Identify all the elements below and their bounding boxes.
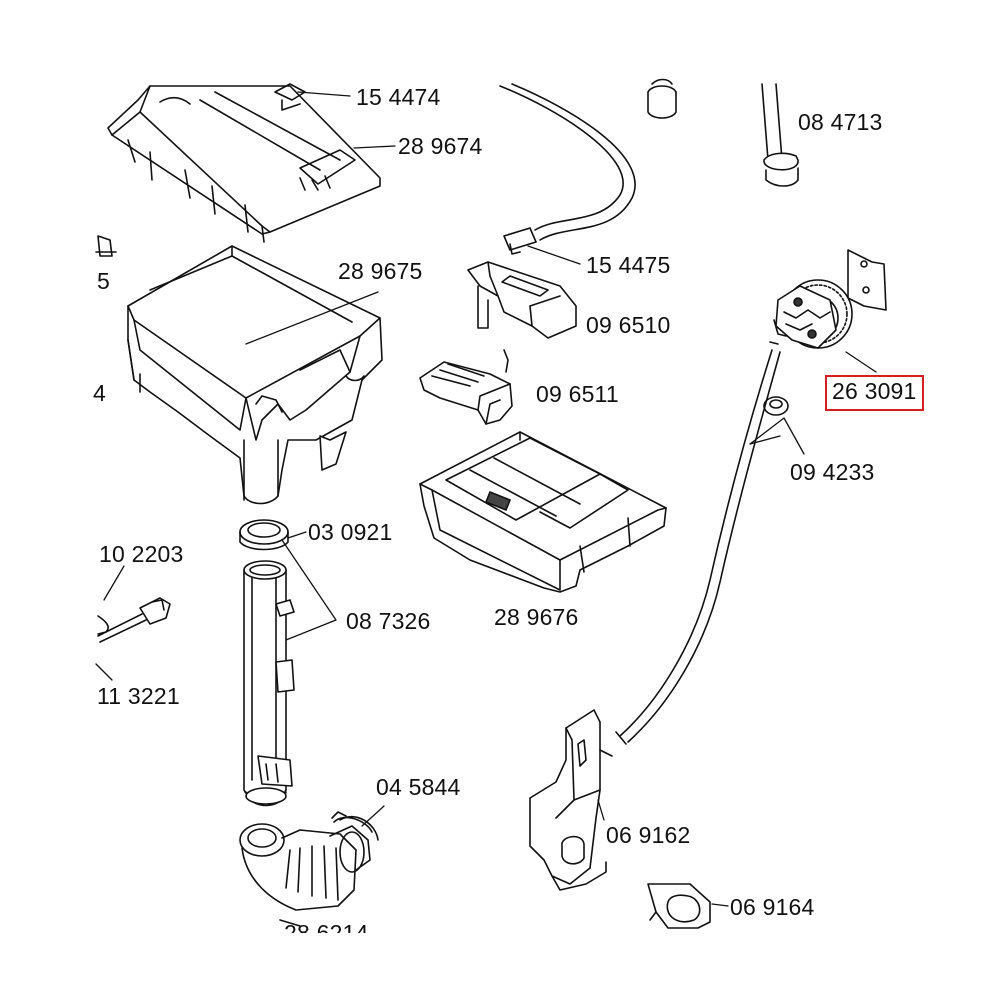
label-154475: 15 4475 [586, 252, 671, 278]
part-096510 [467, 261, 577, 339]
label-5: 5 [97, 268, 110, 294]
part-tube-087326 [239, 519, 295, 807]
part-clamp-045844 [331, 811, 373, 833]
highlight-box-263091 [825, 375, 924, 411]
part-bracket-069162 [529, 709, 613, 891]
label-030921: 03 0921 [308, 519, 393, 545]
label-286214: 28 6214 [284, 920, 369, 946]
label-069162: 06 9162 [606, 822, 691, 848]
part-pressure-switch-263091 [773, 249, 887, 349]
part-small-left [95, 235, 117, 257]
label-154474: 15 4474 [356, 84, 441, 110]
leader-lines [95, 91, 877, 907]
label-084713: 08 4713 [798, 109, 883, 135]
label-4: 4 [93, 380, 106, 406]
label-096511: 09 6511 [536, 381, 619, 407]
part-096511 [419, 349, 513, 425]
label-289674: 28 9674 [398, 133, 483, 159]
label-113221: 11 3221 [97, 683, 180, 709]
part-long-hose [615, 341, 781, 745]
label-096510: 09 6510 [586, 312, 671, 338]
label-289675: 28 9675 [338, 258, 423, 284]
part-ring-094233 [763, 396, 789, 416]
part-bellows-286214 [239, 815, 379, 927]
label-094233: 09 4233 [790, 459, 875, 485]
part-069164 [647, 883, 711, 929]
part-sensor-102203 [97, 597, 171, 643]
label-289676: 28 9676 [494, 604, 579, 630]
part-dispenser-housing-289675 [127, 245, 383, 505]
label-069164: 06 9164 [730, 894, 815, 920]
part-cover-289674 [107, 83, 381, 243]
part-drawer-289676 [419, 431, 667, 593]
label-045844: 04 5844 [376, 774, 461, 800]
part-cap [647, 78, 677, 119]
label-102203: 10 2203 [99, 541, 184, 567]
part-hose-154475 [499, 83, 636, 255]
label-263091: 26 3091 [832, 378, 917, 404]
part-hose-084713 [761, 83, 799, 187]
label-087326: 08 7326 [346, 608, 431, 634]
